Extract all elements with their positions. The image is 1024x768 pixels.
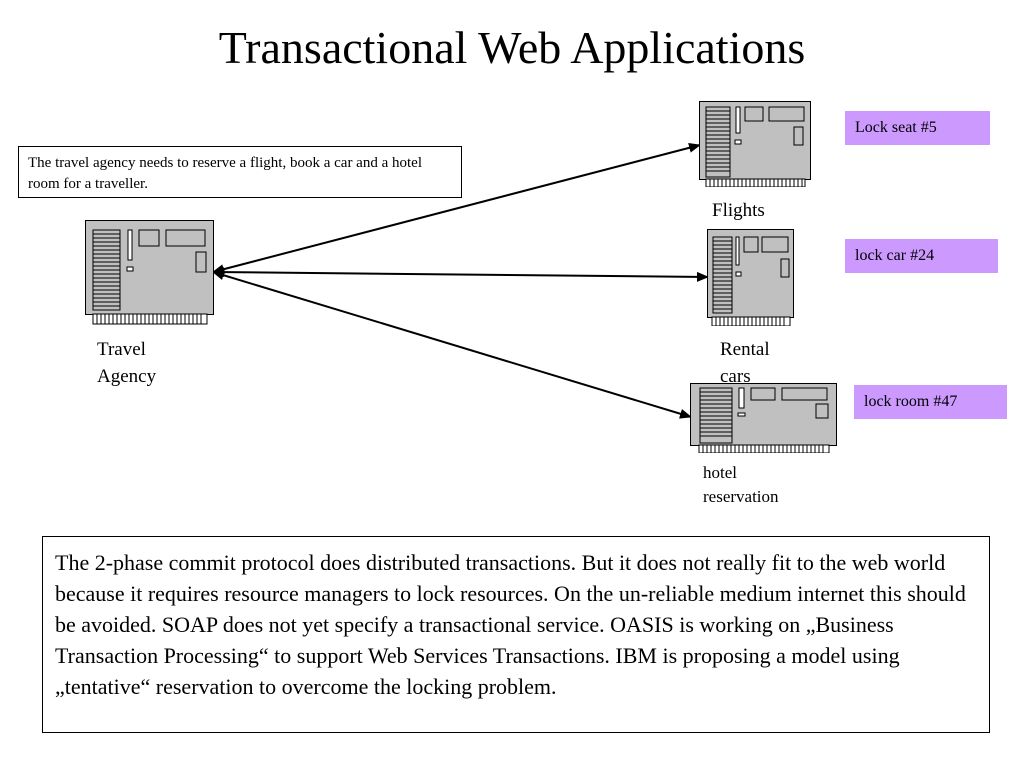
arrow-agency-rental: [212, 267, 709, 282]
explanation-text: The 2-phase commit protocol does distrib…: [42, 536, 990, 733]
lock-car-badge: lock car #24: [845, 239, 998, 273]
hotel-reservation-label: hotel reservation: [703, 463, 779, 506]
slide-title: Transactional Web Applications: [218, 22, 806, 73]
arrow-agency-hotel: [212, 270, 692, 419]
travel-agency-server-icon: [85, 220, 214, 325]
travel-agency-label: Travel Agency: [97, 339, 157, 387]
flights-server-icon: [699, 101, 811, 187]
rental-cars-label: Rental cars: [720, 339, 770, 387]
arrow-agency-flights: [212, 142, 701, 275]
hotel-server-icon: [690, 383, 837, 453]
lock-room-badge: lock room #47: [854, 385, 1007, 419]
lock-seat-badge: Lock seat #5: [845, 111, 990, 145]
flights-label: Flights: [712, 200, 765, 221]
rental-cars-server-icon: [707, 229, 794, 326]
